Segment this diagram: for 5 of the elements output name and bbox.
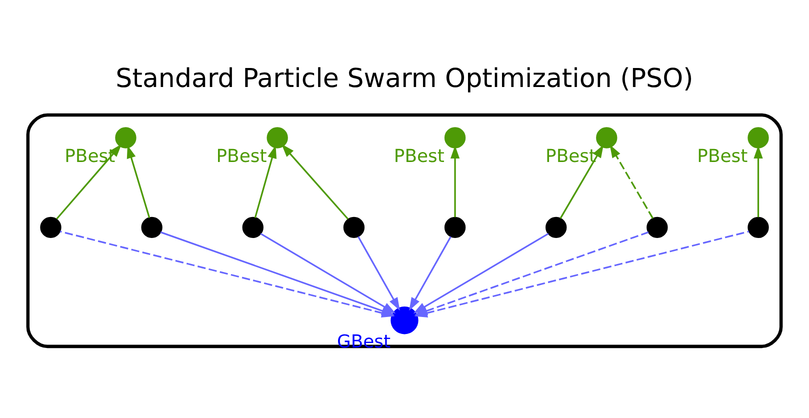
node-label: PBest xyxy=(394,145,444,166)
node-label: PBest xyxy=(546,145,596,166)
node-label: PBest xyxy=(216,145,267,166)
diagram-title: Standard Particle Swarm Optimization (PSO) xyxy=(116,63,694,94)
node-label: PBest xyxy=(697,145,748,166)
